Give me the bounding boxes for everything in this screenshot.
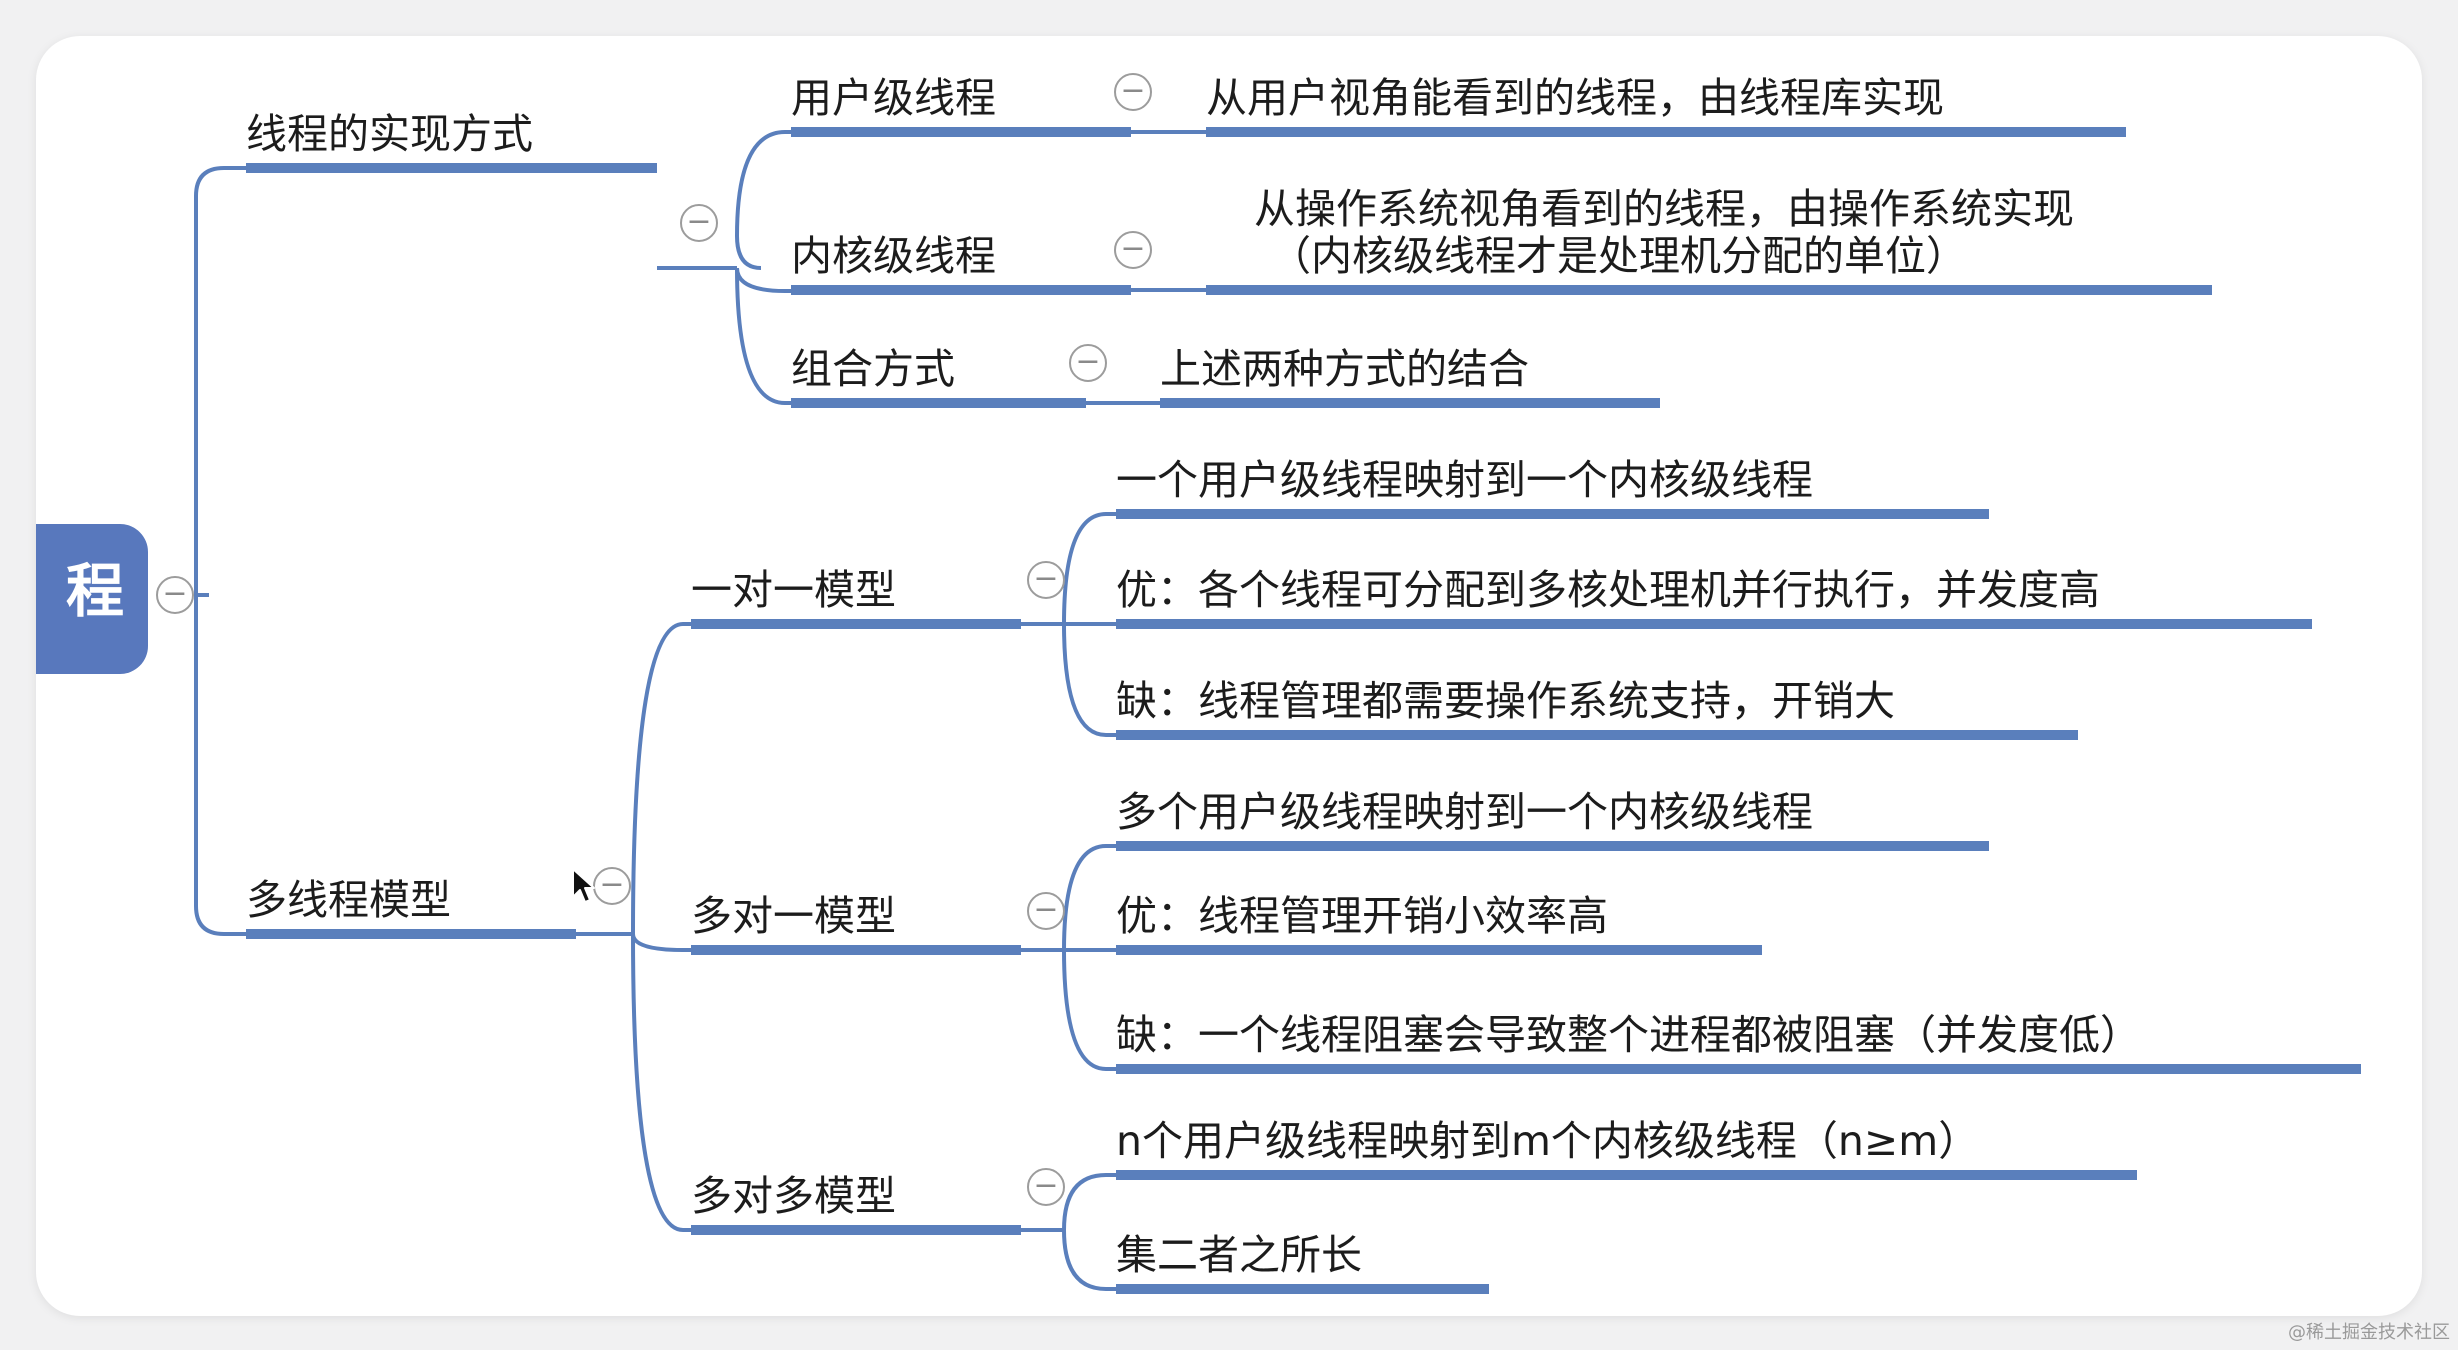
many-to-one-item-2[interactable]: 优：线程管理开销小效率高: [1116, 892, 1762, 955]
desc-kernel-level-thread[interactable]: 从操作系统视角看到的线程，由操作系统实现 （内核级线程才是处理机分配的单位）: [1206, 184, 2212, 295]
topic-underline: [1116, 1170, 2137, 1180]
collapse-minus-icon[interactable]: −: [593, 867, 631, 905]
connector-lines: [194, 130, 1206, 1291]
topic-underline: [1206, 285, 2212, 295]
topic-kernel-level-thread-label: 内核级线程: [791, 232, 996, 280]
root-topic-node[interactable]: 程: [36, 524, 148, 674]
topic-combination[interactable]: 组合方式: [791, 336, 1086, 408]
topic-many-to-many[interactable]: 多对多模型: [691, 1172, 1021, 1235]
topic-one-to-one-label: 一对一模型: [691, 566, 896, 614]
topic-multithread-models[interactable]: 多线程模型: [246, 876, 576, 939]
desc-user-level-thread-text: 从用户视角能看到的线程，由线程库实现: [1206, 74, 1944, 122]
topic-kernel-level-thread[interactable]: 内核级线程: [791, 216, 1131, 295]
many-to-many-item-2-text: 集二者之所长: [1116, 1231, 1362, 1279]
topic-many-to-many-label: 多对多模型: [691, 1172, 896, 1220]
topic-underline: [1116, 841, 1989, 851]
many-to-many-item-1-text: n个用户级线程映射到m个内核级线程（n≥m）: [1116, 1117, 1980, 1165]
many-to-many-item-2[interactable]: 集二者之所长: [1116, 1231, 1489, 1294]
topic-underline: [1116, 1284, 1489, 1294]
topic-underline: [1116, 619, 2312, 629]
collapse-minus-icon[interactable]: −: [1027, 892, 1065, 930]
topic-many-to-one[interactable]: 多对一模型: [691, 892, 1021, 955]
mouse-pointer-icon: [572, 868, 595, 903]
collapse-minus-icon[interactable]: −: [156, 576, 194, 614]
topic-underline: [1116, 509, 1989, 519]
one-to-one-item-2-text: 优：各个线程可分配到多核处理机并行执行，并发度高: [1116, 566, 2100, 614]
topic-implementation-label: 线程的实现方式: [246, 110, 533, 158]
desc-combination[interactable]: 上述两种方式的结合: [1160, 336, 1660, 408]
collapse-minus-icon[interactable]: −: [1114, 73, 1152, 111]
many-to-many-item-1[interactable]: n个用户级线程映射到m个内核级线程（n≥m）: [1116, 1117, 2137, 1180]
topic-underline: [691, 619, 1021, 629]
one-to-one-item-2[interactable]: 优：各个线程可分配到多核处理机并行执行，并发度高: [1116, 566, 2312, 629]
topic-underline: [246, 929, 576, 939]
topic-underline: [791, 127, 1131, 137]
topic-underline: [1116, 1064, 2361, 1074]
collapse-minus-icon[interactable]: −: [1114, 231, 1152, 269]
topic-underline: [246, 163, 657, 173]
one-to-one-item-3[interactable]: 缺：线程管理都需要操作系统支持，开销大: [1116, 677, 2078, 740]
topic-combination-label: 组合方式: [791, 345, 955, 393]
root-topic-label: 程: [65, 557, 124, 625]
topic-underline: [791, 398, 1086, 408]
desc-kernel-level-thread-line1: 从操作系统视角看到的线程，由操作系统实现: [1254, 184, 2074, 233]
watermark-text: @稀土掘金技术社区: [2288, 1322, 2450, 1343]
many-to-one-item-2-text: 优：线程管理开销小效率高: [1116, 892, 1608, 940]
collapse-minus-icon[interactable]: −: [680, 204, 718, 242]
topic-one-to-one[interactable]: 一对一模型: [691, 566, 1021, 629]
topic-user-level-thread[interactable]: 用户级线程: [791, 56, 1131, 137]
topic-underline: [1116, 945, 1762, 955]
collapse-minus-icon[interactable]: −: [1027, 561, 1065, 599]
topic-underline: [791, 285, 1131, 295]
topic-underline: [1116, 730, 2078, 740]
collapse-minus-icon[interactable]: −: [1069, 344, 1107, 382]
many-to-one-item-3[interactable]: 缺：一个线程阻塞会导致整个进程都被阻塞（并发度低）: [1116, 1011, 2361, 1074]
desc-user-level-thread[interactable]: 从用户视角能看到的线程，由线程库实现: [1206, 56, 2126, 137]
many-to-one-item-1[interactable]: 多个用户级线程映射到一个内核级线程: [1116, 788, 1989, 851]
topic-implementation[interactable]: 线程的实现方式: [246, 110, 657, 173]
topic-user-level-thread-label: 用户级线程: [791, 74, 996, 122]
many-to-one-item-1-text: 多个用户级线程映射到一个内核级线程: [1116, 788, 1813, 836]
one-to-one-item-1[interactable]: 一个用户级线程映射到一个内核级线程: [1116, 456, 1989, 519]
topic-underline: [691, 945, 1021, 955]
one-to-one-item-3-text: 缺：线程管理都需要操作系统支持，开销大: [1116, 677, 1895, 725]
one-to-one-item-1-text: 一个用户级线程映射到一个内核级线程: [1116, 456, 1813, 504]
mindmap-canvas: 程 − 线程的实现方式 − 用户级线程 − 从用户视角能看到的线程，由线程库实现…: [36, 36, 2422, 1316]
topic-underline: [1206, 127, 2126, 137]
desc-combination-text: 上述两种方式的结合: [1160, 345, 1529, 393]
collapse-minus-icon[interactable]: −: [1027, 1168, 1065, 1206]
many-to-one-item-3-text: 缺：一个线程阻塞会导致整个进程都被阻塞（并发度低）: [1116, 1011, 2141, 1059]
topic-underline: [1160, 398, 1660, 408]
topic-many-to-one-label: 多对一模型: [691, 892, 896, 940]
topic-underline: [691, 1225, 1021, 1235]
topic-multithread-models-label: 多线程模型: [246, 876, 451, 924]
desc-kernel-level-thread-line2: （内核级线程才是处理机分配的单位）: [1270, 232, 1967, 280]
